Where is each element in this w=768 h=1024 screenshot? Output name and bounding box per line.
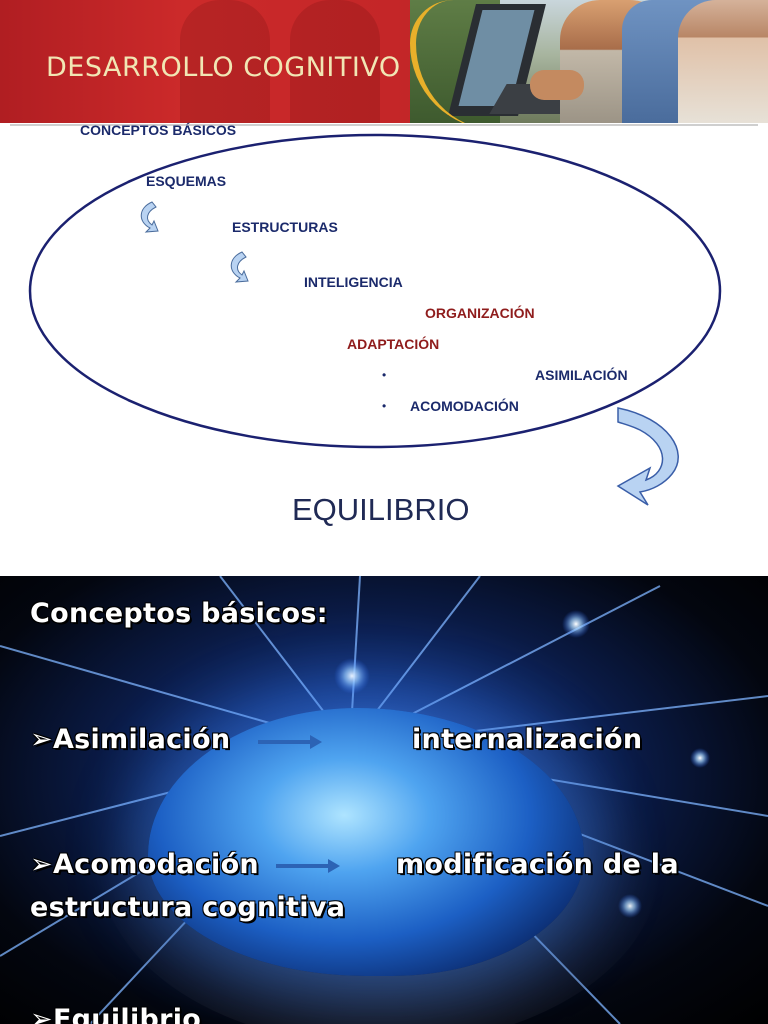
banner-title: DESARROLLO COGNITIVO bbox=[46, 52, 401, 83]
concept-diagram bbox=[28, 133, 722, 506]
label-estructuras: ESTRUCTURAS bbox=[232, 219, 338, 235]
meaning-internalizacion: internalización bbox=[412, 724, 643, 755]
label-adaptacion: ADAPTACIÓN bbox=[347, 336, 440, 352]
banner-figure bbox=[290, 0, 380, 123]
term-asimilacion: Asimilación bbox=[52, 724, 231, 755]
row-equilibrio: ➢Equilibrio bbox=[30, 1004, 201, 1024]
row-acomodacion: ➢Acomodación bbox=[30, 849, 259, 880]
heading-conceptos-basicos: CONCEPTOS BÁSICOS bbox=[80, 122, 237, 138]
slide2-title: Conceptos básicos: bbox=[30, 598, 328, 629]
row-asimilacion: ➢Asimilación bbox=[30, 724, 230, 755]
banner-background bbox=[0, 0, 410, 123]
banner-photo bbox=[410, 0, 768, 123]
arrow-bullet-icon: ➢ bbox=[30, 1004, 53, 1024]
curved-arrow-icon bbox=[230, 251, 249, 283]
divider bbox=[10, 124, 758, 126]
meaning-modificacion: modificación de la bbox=[396, 849, 679, 880]
meaning-estructura-cognitiva: estructura cognitiva bbox=[30, 892, 346, 923]
right-arrow-icon bbox=[258, 735, 322, 749]
banner-accent-arc bbox=[410, 0, 768, 123]
label-inteligencia: INTELIGENCIA bbox=[304, 274, 403, 290]
slide-desarrollo-cognitivo: DESARROLLO COGNITIVO CONCEPTOS BÁSICOS E… bbox=[0, 0, 768, 527]
label-organizacion: ORGANIZACIÓN bbox=[425, 305, 535, 321]
slide-conceptos-basicos: Conceptos básicos: ➢Asimilación internal… bbox=[0, 576, 768, 1024]
curved-arrow-icon bbox=[140, 201, 159, 233]
bullet: • bbox=[382, 368, 387, 382]
concept-ellipse bbox=[28, 133, 722, 449]
bullet: • bbox=[382, 399, 387, 413]
term-equilibrio: Equilibrio bbox=[52, 1004, 202, 1024]
label-esquemas: ESQUEMAS bbox=[146, 173, 227, 189]
arrow-bullet-icon: ➢ bbox=[30, 724, 53, 755]
label-asimilacion: ASIMILACIÓN bbox=[535, 367, 628, 383]
title-banner: DESARROLLO COGNITIVO bbox=[0, 0, 768, 123]
label-equilibrio: EQUILIBRIO bbox=[292, 492, 470, 527]
label-acomodacion: ACOMODACIÓN bbox=[410, 398, 519, 414]
arrow-bullet-icon: ➢ bbox=[30, 849, 53, 880]
equilibrium-arrow-icon bbox=[616, 407, 679, 506]
brain-image bbox=[148, 708, 584, 976]
term-acomodacion: Acomodación bbox=[52, 849, 259, 880]
right-arrow-icon bbox=[276, 859, 340, 873]
banner-figure bbox=[180, 0, 270, 123]
